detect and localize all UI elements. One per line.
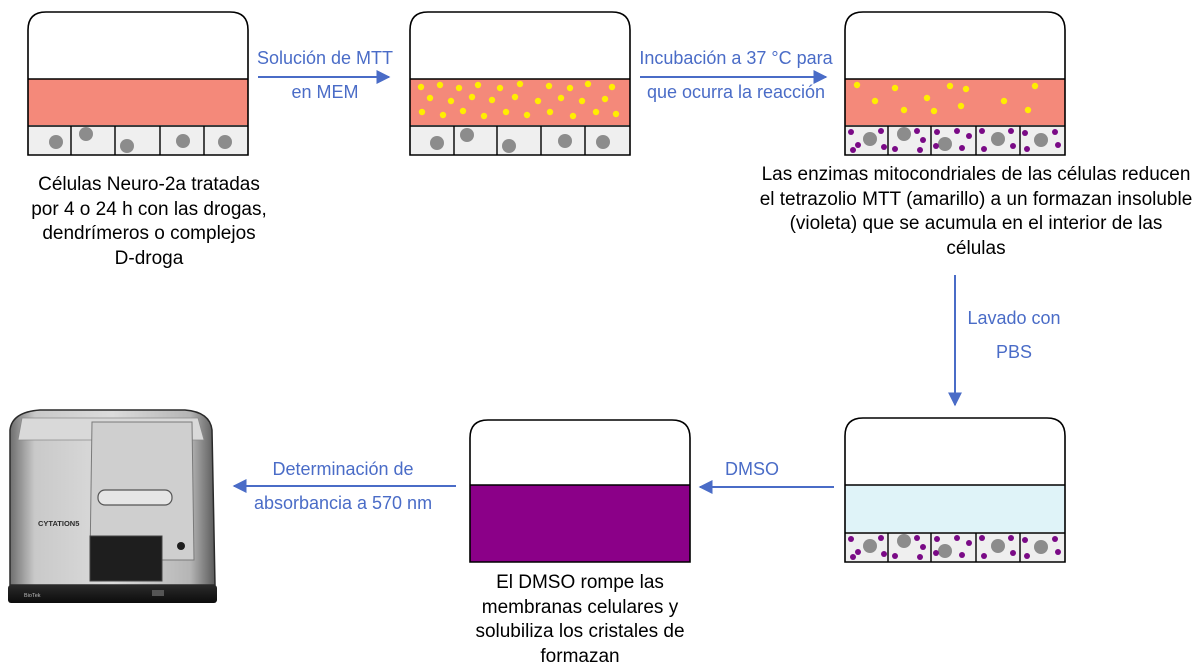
- caption-enzyme-reaction: Las enzimas mitocondriales de las célula…: [759, 164, 1193, 259]
- plate-drawer-handle: [97, 489, 173, 506]
- dmso-solution: [470, 485, 690, 562]
- usb-port: [152, 590, 164, 596]
- flow-arrows: [232, 70, 962, 494]
- well-after-wash: [844, 417, 1066, 563]
- cell-nuclei: [863, 534, 1048, 558]
- step-label-mtt-solution: Solución de MTT en MEM: [256, 48, 394, 102]
- caption-treated-cells: Células Neuro-2a tratadas por 4 o 24 h c…: [31, 174, 267, 269]
- well-mtt-added: [409, 11, 631, 156]
- cell-borders: [887, 126, 1021, 155]
- step-label-dmso: DMSO: [725, 459, 779, 479]
- cell-layer: [28, 126, 248, 155]
- instrument-maker-label: BioTek: [24, 593, 41, 599]
- well-dmso-solubilized: [469, 419, 691, 563]
- well-treated-cells: [27, 11, 249, 156]
- culture-medium: [845, 79, 1065, 125]
- cell-borders: [887, 533, 1021, 562]
- plate-reader-image: CYTATION5 BioTek: [8, 409, 217, 603]
- cell-borders: [453, 126, 586, 155]
- pbs-buffer: [845, 485, 1065, 532]
- plate-drawer-door: [89, 535, 163, 582]
- cell-nuclei: [49, 127, 232, 153]
- culture-medium: [28, 79, 248, 125]
- cell-nuclei: [430, 128, 610, 153]
- step-label-incubation: Incubación a 37 °C para que ocurra la re…: [639, 48, 833, 102]
- mtt-particles: [853, 81, 1039, 115]
- step-label-wash: Lavado con PBS: [967, 308, 1061, 362]
- caption-dmso-effect: El DMSO rompe las membranas celulares y …: [475, 572, 685, 667]
- instrument-brand-label: CYTATION5: [38, 519, 79, 528]
- step-label-absorbance: Determinación de absorbancia a 570 nm: [253, 459, 433, 513]
- formazan-crystals: [848, 535, 1061, 560]
- cell-borders: [70, 126, 205, 155]
- instrument-base: [8, 585, 217, 603]
- power-button: [177, 542, 185, 550]
- formazan-crystals: [848, 128, 1061, 153]
- cell-nuclei: [863, 127, 1048, 151]
- mtt-particles: [417, 80, 620, 120]
- well-after-incubation: [844, 11, 1066, 156]
- cell-layer: [410, 126, 630, 155]
